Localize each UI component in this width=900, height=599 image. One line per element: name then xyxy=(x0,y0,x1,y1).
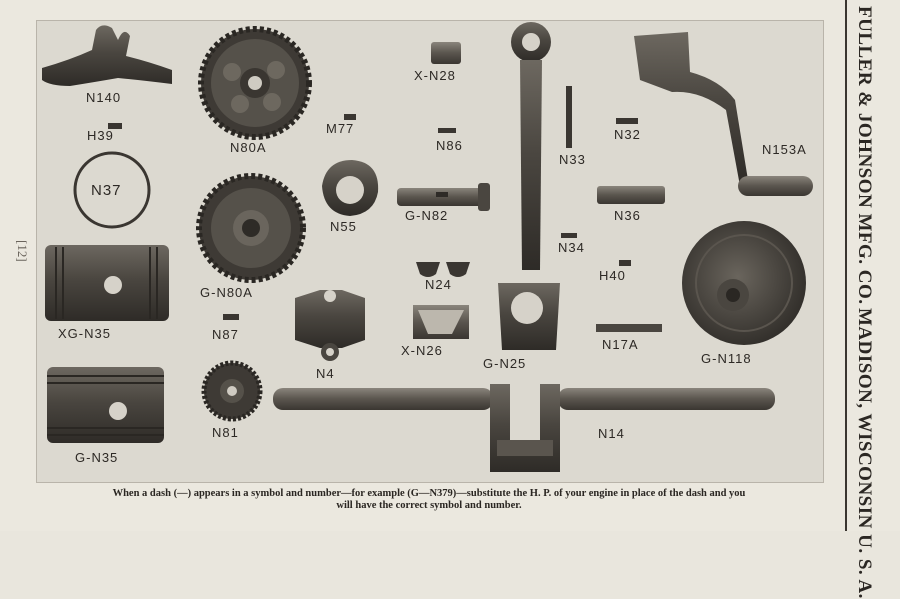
label-n81: N81 xyxy=(212,425,239,440)
label-n80a: N80A xyxy=(230,140,267,155)
part-n153a xyxy=(634,32,813,196)
label-n34: N34 xyxy=(558,240,585,255)
label-n17a: N17A xyxy=(602,337,639,352)
part-h40 xyxy=(619,260,631,266)
label-x-n26: X-N26 xyxy=(401,343,443,358)
label-n14: N14 xyxy=(598,426,625,441)
footnote-line-2: will have the correct symbol and number. xyxy=(336,500,522,511)
part-n36 xyxy=(597,186,665,204)
part-m77 xyxy=(344,114,356,120)
part-g-n82 xyxy=(397,183,490,211)
part-g-n25 xyxy=(498,22,560,350)
label-g-n25: G-N25 xyxy=(483,356,527,371)
label-m77: M77 xyxy=(326,121,355,136)
part-xg-n35 xyxy=(45,245,169,321)
part-n87 xyxy=(223,314,239,320)
label-n36: N36 xyxy=(614,208,641,223)
part-n140 xyxy=(42,25,172,86)
part-n33 xyxy=(566,86,572,148)
part-n86 xyxy=(438,128,456,133)
part-n34 xyxy=(561,233,577,238)
label-h39: H39 xyxy=(87,128,114,143)
label-n24: N24 xyxy=(425,277,452,292)
part-n14 xyxy=(273,384,775,472)
part-g-n80a xyxy=(196,173,306,283)
part-n37 xyxy=(73,151,151,229)
label-g-n35: G-N35 xyxy=(75,450,119,465)
part-x-n28 xyxy=(431,42,461,64)
label-g-n118: G-N118 xyxy=(701,351,752,366)
label-n55: N55 xyxy=(330,219,357,234)
part-n81 xyxy=(201,360,263,422)
label-xg-n35: XG-N35 xyxy=(58,326,111,341)
company-address: MADISON, WISCONSIN U. S. A. xyxy=(854,308,875,599)
part-n24 xyxy=(416,262,470,277)
label-n33: N33 xyxy=(559,152,586,167)
part-n80a xyxy=(198,26,312,140)
part-h39 xyxy=(108,123,122,129)
label-n153a: N153A xyxy=(762,142,807,157)
footnote-line-1: When a dash (—) appears in a symbol and … xyxy=(112,488,746,499)
part-n32 xyxy=(616,118,638,124)
part-g-n118 xyxy=(682,221,806,345)
label-n32: N32 xyxy=(614,127,641,142)
label-g-n82: G-N82 xyxy=(405,208,449,223)
part-g-n35 xyxy=(47,367,164,443)
part-n55 xyxy=(322,160,379,216)
company-name: FULLER & JOHNSON MFG. CO. xyxy=(854,6,875,305)
page-number: [12] xyxy=(15,240,30,262)
part-x-n26 xyxy=(413,305,469,339)
footnote: When a dash (—) appears in a symbol and … xyxy=(36,488,822,512)
parts-illustration xyxy=(42,22,813,472)
label-n4: N4 xyxy=(316,366,335,381)
part-n17a xyxy=(596,324,662,332)
label-n140: N140 xyxy=(86,90,122,105)
label-x-n28: X-N28 xyxy=(414,68,456,83)
label-n87: N87 xyxy=(212,327,239,342)
label-h40: H40 xyxy=(599,268,626,283)
label-n37: N37 xyxy=(91,182,122,199)
catalog-page: N140 H39 N80A M77 X-N28 N86 N33 N32 N153… xyxy=(15,0,875,599)
label-n86: N86 xyxy=(436,138,463,153)
margin-rule xyxy=(845,0,847,531)
label-g-n80a: G-N80A xyxy=(200,285,253,300)
part-n4 xyxy=(295,290,365,361)
